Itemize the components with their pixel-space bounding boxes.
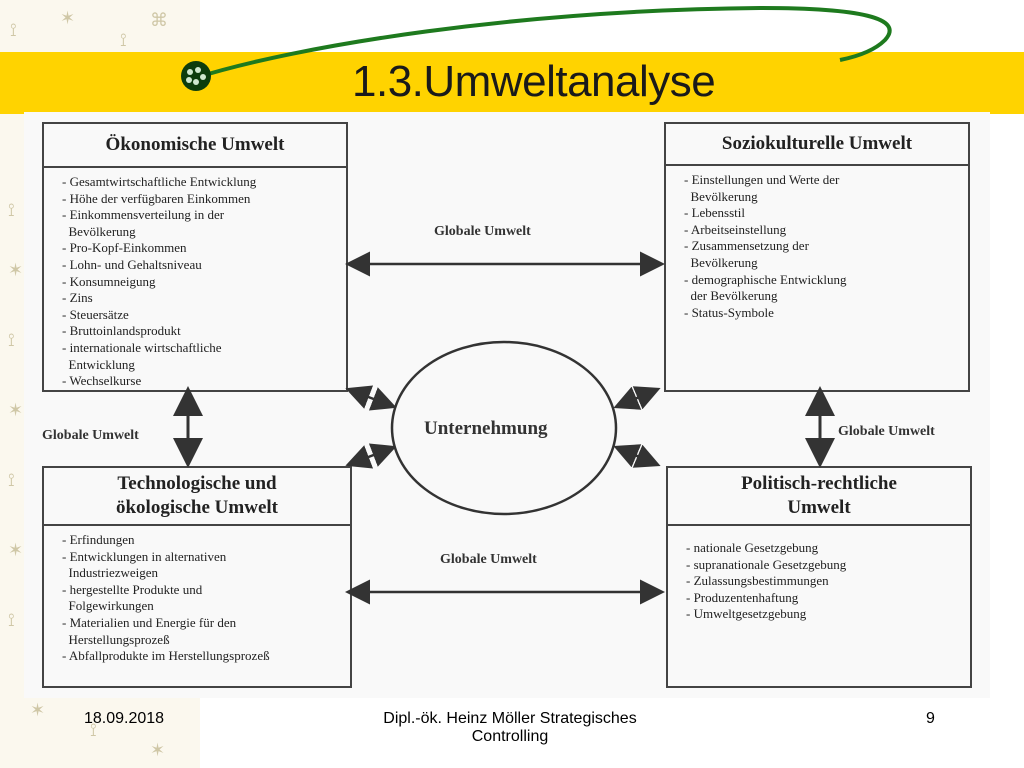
item-list: - nationale Gesetzgebung - supranational… [668,526,970,623]
list-item: - Abfallprodukte im Herstellungsprozeß [62,648,270,664]
list-item: Folgewirkungen [62,598,154,614]
footer-page-number: 9 [926,710,935,727]
list-item: - Konsumneigung [62,273,156,289]
list-item: - demographische Entwicklung [684,271,847,287]
list-item: - Status-Symbole [684,304,774,320]
list-item: - Produzentenhaftung [686,589,799,605]
box-soziokulturelle-umwelt: Soziokulturelle Umwelt - Einstellungen u… [664,122,970,392]
box-title: Politisch-rechtliche Umwelt [668,468,970,526]
list-item: - Zulassungsbestimmungen [686,573,829,589]
box-title-line: Politisch-rechtliche [741,473,897,495]
list-item: - hergestellte Produkte und [62,581,203,597]
list-item: - Pro-Kopf-Einkommen [62,240,187,256]
list-item: - Zins [62,290,93,306]
list-item: - Umweltgesetzgebung [686,606,807,622]
box-title: Technologische und ökologische Umwelt [44,468,350,526]
link-label-right: Globale Umwelt [838,424,935,439]
list-item: der Bevölkerung [684,288,778,304]
list-item: - Lohn- und Gehaltsniveau [62,256,202,272]
list-item: - Erfindungen [62,532,135,547]
link-label-left: Globale Umwelt [42,428,139,443]
box-oekonomische-umwelt: Ökonomische Umwelt - Gesamtwirtschaftlic… [42,122,348,392]
list-item: - Entwicklungen in alternativen [62,548,227,564]
center-label: Unternehmung [424,418,548,439]
list-item: Entwicklung [62,356,135,372]
box-title: Soziokulturelle Umwelt [666,124,968,166]
list-item: Bevölkerung [684,188,758,204]
list-item: - Zusammensetzung der [684,238,809,254]
title-bar [0,52,1024,114]
bullet-icon [181,61,211,91]
link-label-bottom: Globale Umwelt [440,552,537,567]
box-title: Ökonomische Umwelt [44,124,346,168]
list-item: Bevölkerung [684,254,758,270]
list-item: - supranationale Gesetzgebung [686,556,847,572]
footer-author: Dipl.-ök. Heinz Möller Strategisches Con… [360,710,660,746]
list-item: - internationale wirtschaftliche [62,339,222,355]
list-item: - Arbeitseinstellung [684,221,787,237]
footer-author-line: Dipl.-ök. Heinz Möller Strategisches [383,710,637,727]
link-label-top: Globale Umwelt [434,224,531,239]
list-item: - Lebensstil [684,205,746,221]
box-title-line: Umwelt [787,497,851,518]
list-item: - Einkommensverteilung in der [62,207,225,223]
list-item: - Bruttoinlandsprodukt [62,323,181,339]
arrow-center-bl [345,443,397,469]
list-item: - Höhe der verfügbaren Einkommen [62,190,251,206]
list-item: - Materialien und Energie für den [62,614,237,630]
list-item: Industriezweigen [62,565,159,581]
arrow-center-tl [345,385,397,411]
center-ellipse [390,340,618,516]
list-item: - nationale Gesetzgebung [686,540,819,555]
list-item: - Steuersätze [62,306,129,322]
item-list: - Einstellungen und Werte der Bevölkerun… [666,166,968,321]
arrow-center-br [613,444,661,468]
box-politisch-rechtliche-umwelt: Politisch-rechtliche Umwelt - nationale … [666,466,972,688]
footer-author-line: Controlling [471,728,549,745]
list-item: - Wechselkurse [62,373,142,389]
box-title-line: ökologische Umwelt [115,497,278,518]
list-item: - Einstellungen und Werte der [684,172,840,187]
title-swoosh [181,5,892,91]
box-technologische-umwelt: Technologische und ökologische Umwelt - … [42,466,352,688]
footer-date: 18.09.2018 [84,710,165,727]
list-item: Herstellungsprozeß [62,631,170,647]
list-item: - Gesamtwirtschaftliche Entwicklung [62,174,257,189]
item-list: - Gesamtwirtschaftliche Entwicklung - Hö… [44,168,346,390]
box-title-line: Technologische und [117,473,277,495]
item-list: - Erfindungen - Entwicklungen in alterna… [44,526,350,665]
list-item: Bevölkerung [62,223,136,239]
arrow-center-tr [613,386,661,410]
page-title: 1.3.Umweltanalyse [352,57,716,106]
